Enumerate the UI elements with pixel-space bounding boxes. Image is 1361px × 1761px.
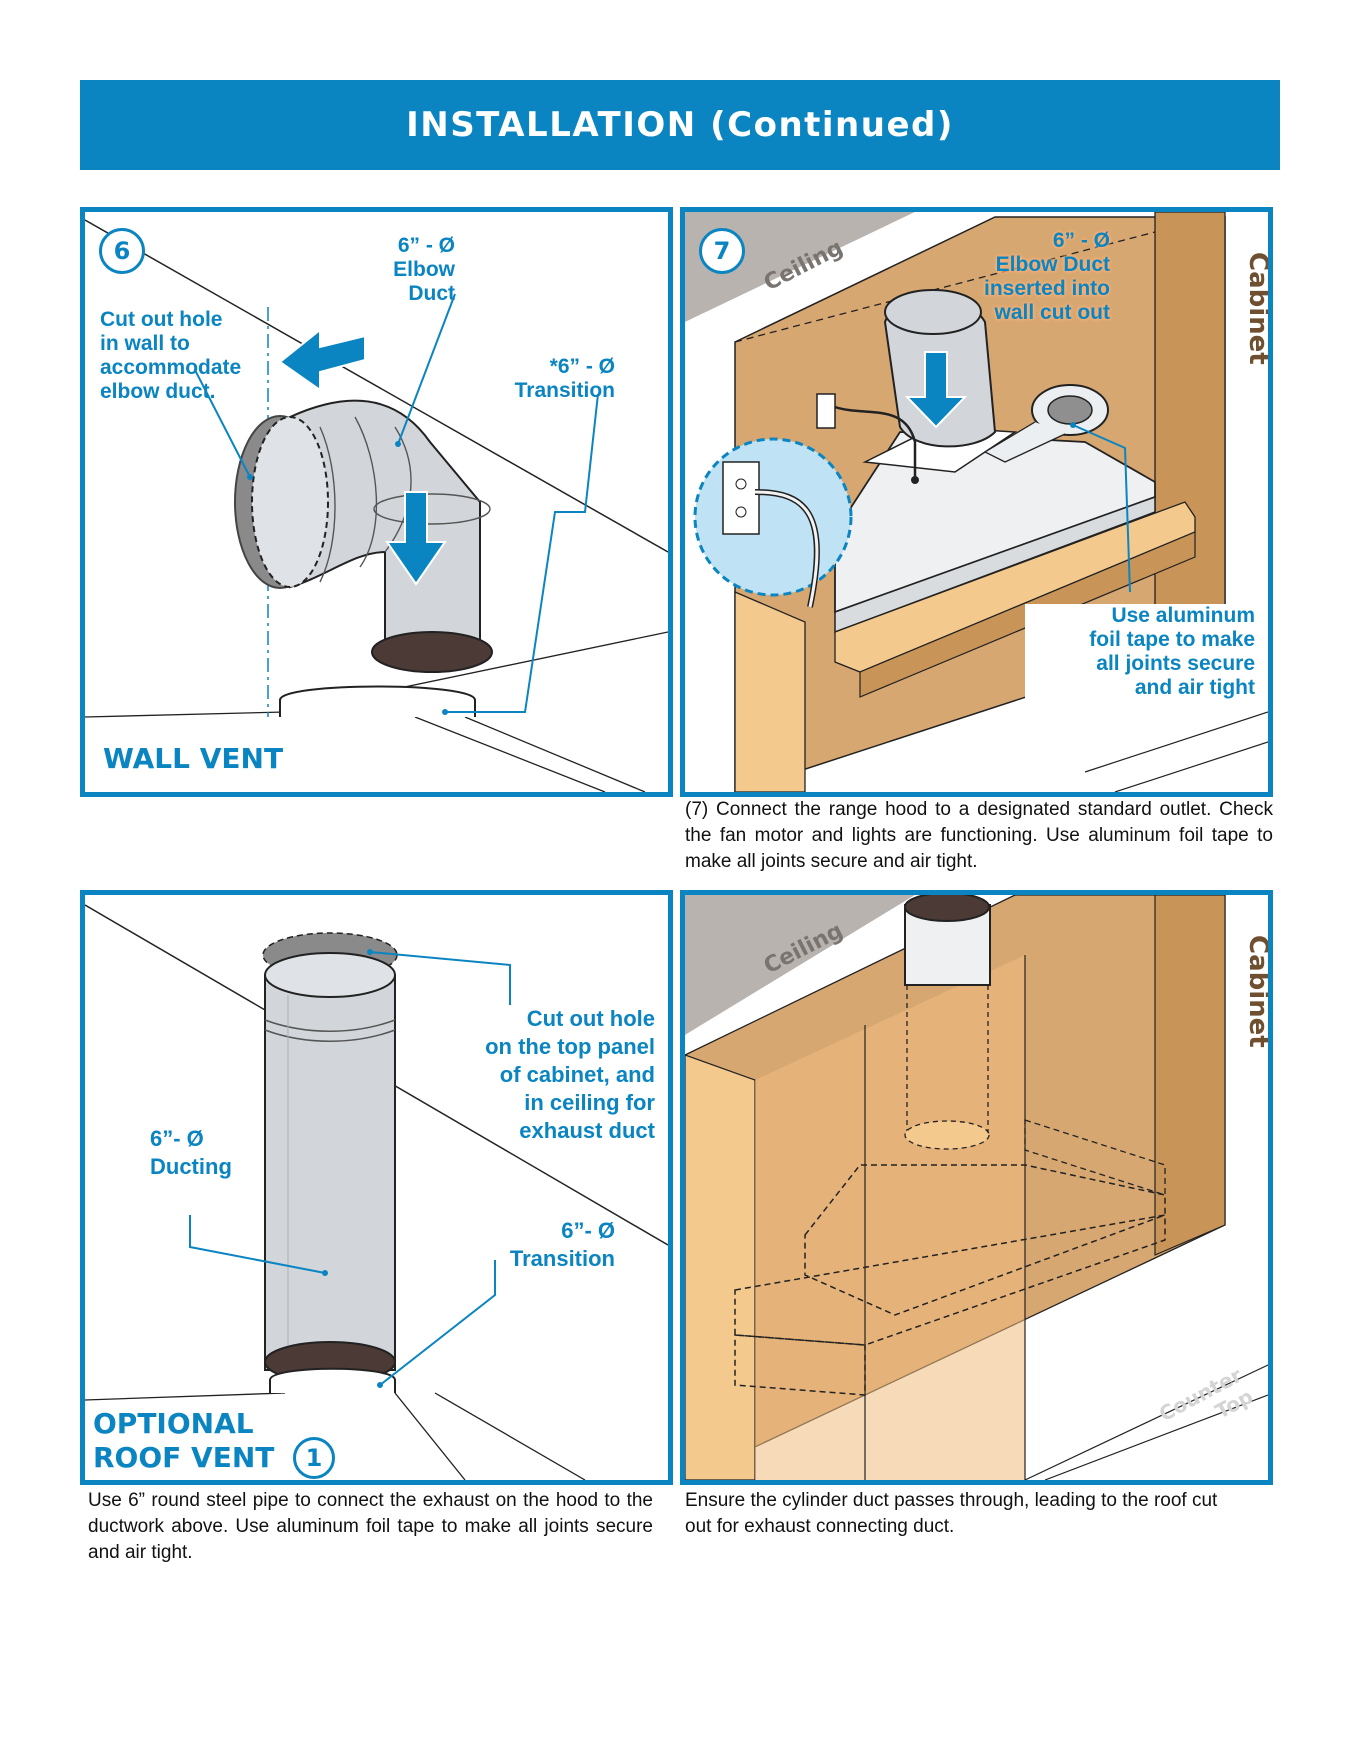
page-title: INSTALLATION (Continued)	[406, 105, 954, 145]
caption-roof-vent: Use 6” round steel pipe to connect the e…	[88, 1490, 653, 1563]
step-number-6: 6	[99, 228, 145, 274]
section-header: INSTALLATION (Continued)	[80, 80, 1280, 170]
step-number-7: 7	[699, 228, 745, 274]
roof-vent-illustration	[85, 904, 668, 1480]
wall-vent-illustration	[85, 219, 668, 792]
step-number-1: 1	[293, 1437, 335, 1479]
wall-vent-title: WALL VENT	[103, 742, 284, 775]
caption-step-7: (7) Connect the range hood to a designat…	[685, 799, 1273, 872]
cabinet-duct-illustration	[685, 895, 1268, 1480]
cabinet-label: Cabinet	[1243, 252, 1273, 365]
caption-cabinet-duct: Ensure the cylinder duct passes through,…	[685, 1490, 1218, 1537]
cabinet-label-2: Cabinet	[1243, 935, 1273, 1048]
